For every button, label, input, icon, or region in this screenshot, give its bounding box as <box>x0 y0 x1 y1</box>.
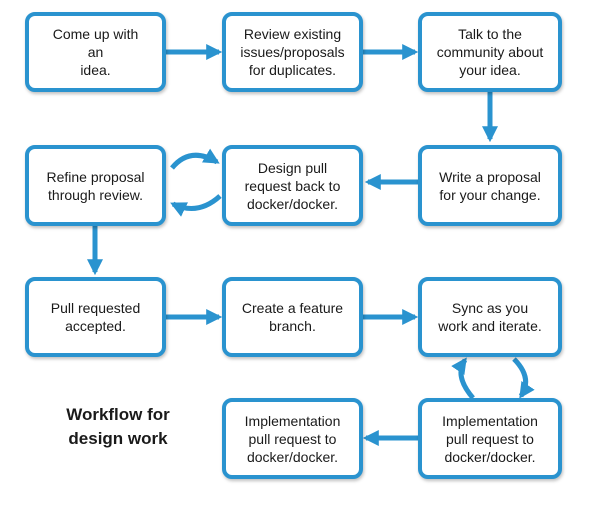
step-refine-proposal: Refine proposal through review. <box>25 145 166 226</box>
step-design-pull-request: Design pull request back to docker/docke… <box>222 145 363 226</box>
step-come-up-with-idea: Come up with an idea. <box>25 12 166 92</box>
step-implementation-pr-right: Implementation pull request to docker/do… <box>418 398 562 479</box>
step-pull-request-accepted: Pull requested accepted. <box>25 277 166 357</box>
arrow-refine-to-design <box>170 148 220 170</box>
step-write-proposal: Write a proposal for your change. <box>418 145 562 226</box>
step-create-feature-branch: Create a feature branch. <box>222 277 363 357</box>
step-review-existing-issues: Review existing issues/proposals for dup… <box>222 12 363 92</box>
arrow-design-to-refine <box>170 194 222 217</box>
arrow-impl-to-sync <box>451 357 475 400</box>
step-implementation-pr-left: Implementation pull request to docker/do… <box>222 398 363 479</box>
diagram-caption: Workflow for design work <box>66 405 170 448</box>
arrow-sync-to-impl <box>512 357 535 399</box>
step-sync-and-iterate: Sync as you work and iterate. <box>418 277 562 357</box>
step-talk-to-community: Talk to the community about your idea. <box>418 12 562 92</box>
